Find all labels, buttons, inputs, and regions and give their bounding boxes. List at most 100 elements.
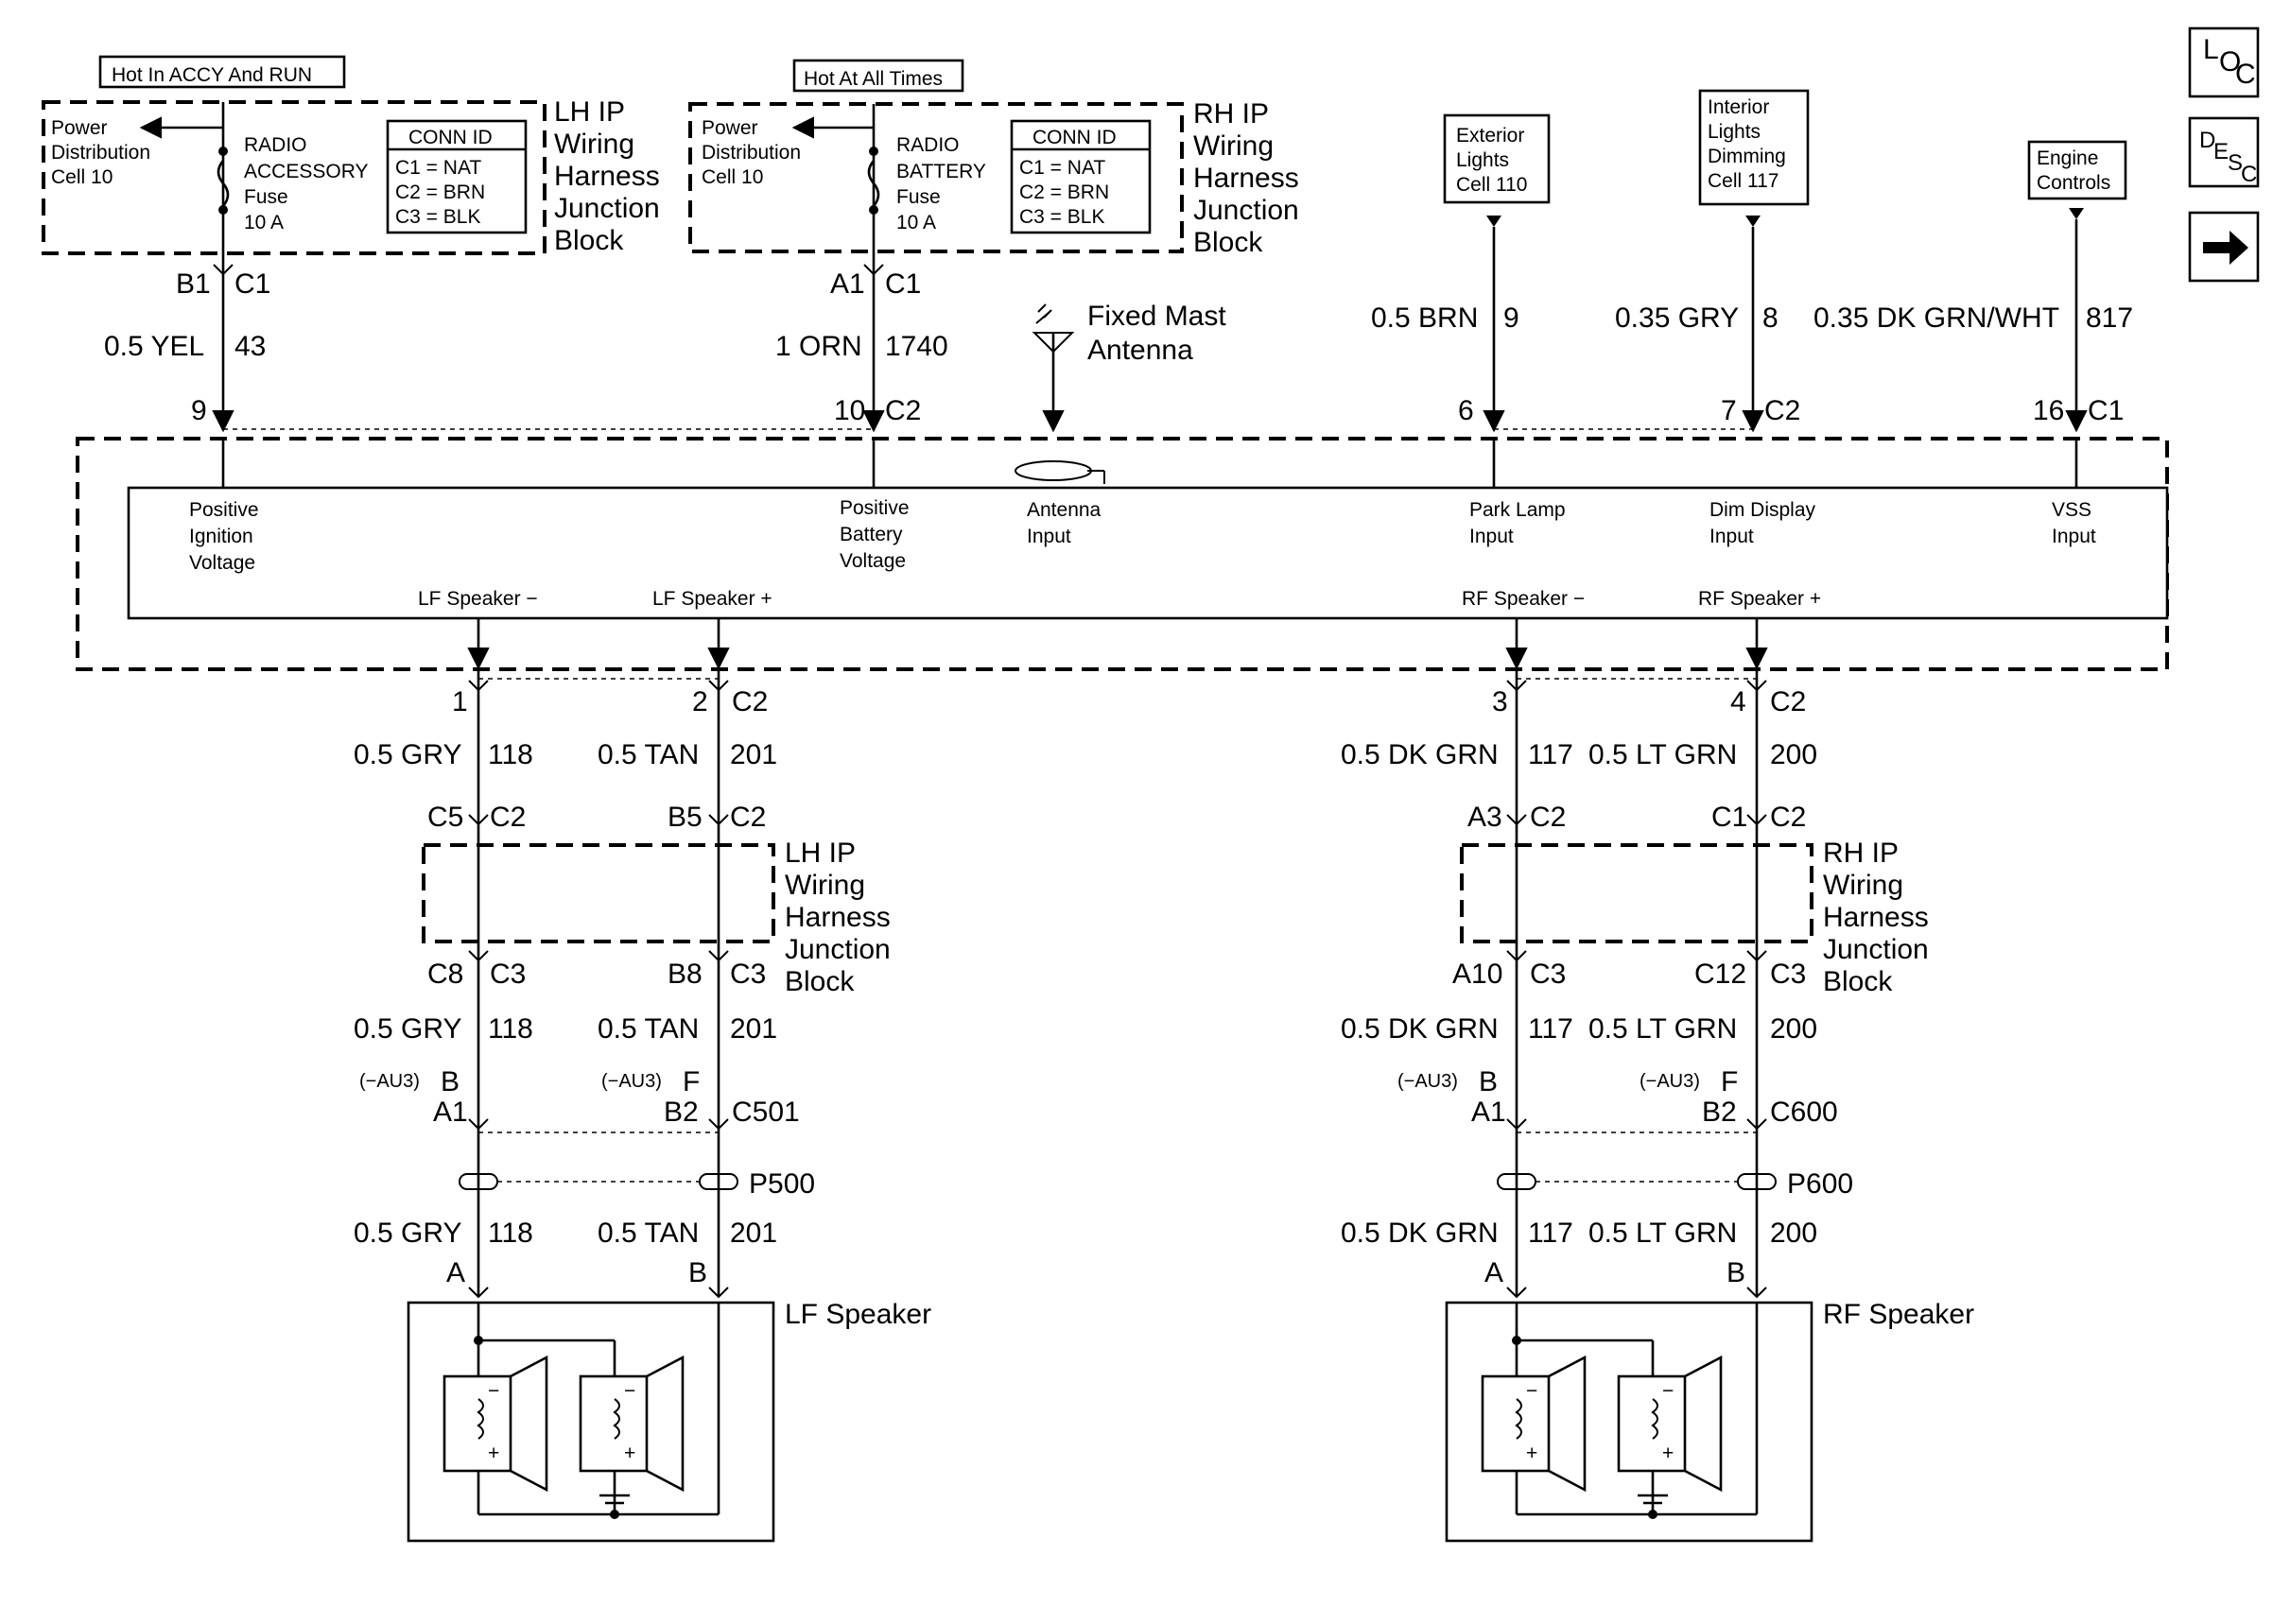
- svg-text:Fuse: Fuse: [244, 186, 288, 208]
- svg-text:Block: Block: [785, 966, 855, 997]
- svg-text:C2: C2: [1770, 686, 1806, 717]
- svg-text:A10: A10: [1452, 959, 1502, 990]
- svg-text:0.5 DK GRN: 0.5 DK GRN: [1341, 1013, 1499, 1045]
- svg-text:Power: Power: [51, 117, 108, 139]
- svg-text:200: 200: [1770, 1013, 1817, 1045]
- arrow-right-icon[interactable]: [2188, 211, 2260, 283]
- svg-text:BATTERY: BATTERY: [896, 161, 986, 182]
- svg-text:43: 43: [234, 331, 266, 362]
- lf-speaker: LF Speaker − + − +: [407, 1299, 931, 1543]
- svg-text:C1: C1: [234, 268, 270, 300]
- svg-text:Block: Block: [554, 225, 624, 256]
- svg-text:0.35 DK GRN/WHT: 0.35 DK GRN/WHT: [1813, 302, 2059, 334]
- svg-text:Distribution: Distribution: [51, 142, 150, 164]
- svg-text:Cell 117: Cell 117: [1708, 170, 1779, 192]
- svg-text:B5: B5: [668, 802, 703, 833]
- svg-text:Positive: Positive: [189, 499, 259, 521]
- svg-text:10 A: 10 A: [896, 212, 936, 233]
- desc-icon[interactable]: D E S C: [2188, 116, 2260, 188]
- svg-text:Cell 10: Cell 10: [702, 166, 763, 188]
- svg-text:0.5 GRY: 0.5 GRY: [354, 739, 462, 770]
- svg-text:201: 201: [730, 739, 777, 770]
- svg-text:Dim Display: Dim Display: [1709, 499, 1816, 521]
- svg-text:CONN ID: CONN ID: [1032, 127, 1117, 148]
- svg-text:−: −: [624, 1380, 635, 1402]
- left-speaker-branch: 1 2 C2 0.5 GRY 118 0.5 TAN 201 C5 C2 B5 …: [354, 618, 891, 1299]
- speaker-icon: − +: [442, 1355, 548, 1493]
- svg-text:S: S: [2228, 150, 2243, 176]
- svg-text:RF Speaker −: RF Speaker −: [1462, 588, 1585, 610]
- rf-speaker: RF Speaker − + − +: [1445, 1299, 1974, 1543]
- svg-text:+: +: [488, 1443, 499, 1464]
- svg-text:0.5 LT GRN: 0.5 LT GRN: [1588, 1218, 1737, 1249]
- lh-fuse-block: Hot In ACCY And RUN Power Distribution C…: [42, 55, 660, 256]
- svg-text:A: A: [1484, 1257, 1503, 1288]
- svg-text:ACCESSORY: ACCESSORY: [244, 161, 369, 182]
- svg-text:Distribution: Distribution: [702, 142, 801, 164]
- svg-text:Antenna: Antenna: [1027, 499, 1102, 521]
- svg-text:Controls: Controls: [2037, 172, 2110, 194]
- svg-text:O: O: [2219, 46, 2241, 78]
- svg-text:0.5 TAN: 0.5 TAN: [598, 1218, 699, 1249]
- svg-text:Engine: Engine: [2037, 147, 2098, 169]
- svg-text:B2: B2: [1702, 1097, 1737, 1128]
- svg-text:C5: C5: [427, 802, 463, 833]
- svg-text:118: 118: [488, 1013, 533, 1045]
- rh-fuse-block: Hot At All Times Power Distribution Cell…: [688, 59, 1299, 258]
- svg-text:C2 = BRN: C2 = BRN: [1019, 181, 1109, 203]
- svg-text:0.5 YEL: 0.5 YEL: [104, 331, 204, 362]
- svg-text:16: 16: [2033, 395, 2064, 426]
- svg-text:C1: C1: [2088, 395, 2124, 426]
- svg-text:B: B: [441, 1066, 460, 1097]
- svg-text:LF Speaker +: LF Speaker +: [652, 588, 772, 610]
- svg-text:Input: Input: [1469, 526, 1514, 547]
- svg-text:B: B: [1479, 1066, 1498, 1097]
- svg-text:−: −: [1662, 1380, 1674, 1402]
- svg-text:C: C: [2235, 59, 2256, 90]
- svg-text:0.5 BRN: 0.5 BRN: [1371, 302, 1478, 334]
- svg-text:C3: C3: [1770, 959, 1806, 990]
- svg-text:Wiring: Wiring: [1823, 870, 1903, 901]
- svg-text:Cell 110: Cell 110: [1456, 174, 1528, 196]
- svg-text:Voltage: Voltage: [840, 550, 906, 572]
- loc-icon[interactable]: L O C: [2188, 26, 2260, 98]
- svg-text:(−AU3): (−AU3): [1397, 1071, 1458, 1092]
- radio-module: Positive Ignition Voltage Positive Batte…: [76, 437, 2169, 671]
- svg-text:B1: B1: [176, 268, 211, 300]
- svg-text:7: 7: [1721, 395, 1737, 426]
- svg-text:0.5 LT GRN: 0.5 LT GRN: [1588, 1013, 1737, 1045]
- svg-text:Fixed Mast: Fixed Mast: [1087, 301, 1226, 332]
- svg-text:C600: C600: [1770, 1097, 1838, 1128]
- svg-text:118: 118: [488, 1218, 533, 1249]
- svg-text:0.5 TAN: 0.5 TAN: [598, 1013, 699, 1045]
- svg-text:Power: Power: [702, 117, 758, 139]
- svg-text:L: L: [2203, 34, 2219, 65]
- svg-text:Harness: Harness: [1193, 163, 1299, 194]
- top-wires: B1 C1 0.5 YEL 43 A1 C1 1 ORN 1740 Fixed …: [104, 219, 2133, 484]
- svg-text:200: 200: [1770, 739, 1817, 770]
- svg-text:117: 117: [1528, 1218, 1573, 1249]
- svg-text:1 ORN: 1 ORN: [775, 331, 862, 362]
- svg-text:RF Speaker: RF Speaker: [1823, 1299, 1974, 1330]
- speaker-icon: − +: [1481, 1355, 1587, 1493]
- svg-text:Harness: Harness: [1823, 902, 1929, 933]
- svg-text:117: 117: [1528, 739, 1573, 770]
- svg-text:(−AU3): (−AU3): [601, 1071, 662, 1092]
- svg-text:0.5 DK GRN: 0.5 DK GRN: [1341, 1218, 1499, 1249]
- svg-text:Wiring: Wiring: [554, 129, 634, 160]
- svg-text:(−AU3): (−AU3): [359, 1071, 420, 1092]
- svg-text:C1: C1: [885, 268, 921, 300]
- svg-text:F: F: [1721, 1066, 1738, 1097]
- svg-text:C3 = BLK: C3 = BLK: [395, 206, 480, 228]
- svg-text:8: 8: [1762, 302, 1778, 334]
- svg-text:C3: C3: [1530, 959, 1566, 990]
- svg-text:0.5 GRY: 0.5 GRY: [354, 1218, 462, 1249]
- svg-text:9: 9: [1503, 302, 1519, 334]
- svg-text:C2: C2: [1770, 802, 1806, 833]
- interior-lights-box: Interior Lights Dimming Cell 117: [1698, 89, 1810, 227]
- svg-text:C1 = NAT: C1 = NAT: [395, 157, 481, 179]
- svg-text:C2: C2: [732, 686, 768, 717]
- svg-text:C2: C2: [730, 802, 766, 833]
- svg-text:0.5 GRY: 0.5 GRY: [354, 1013, 462, 1045]
